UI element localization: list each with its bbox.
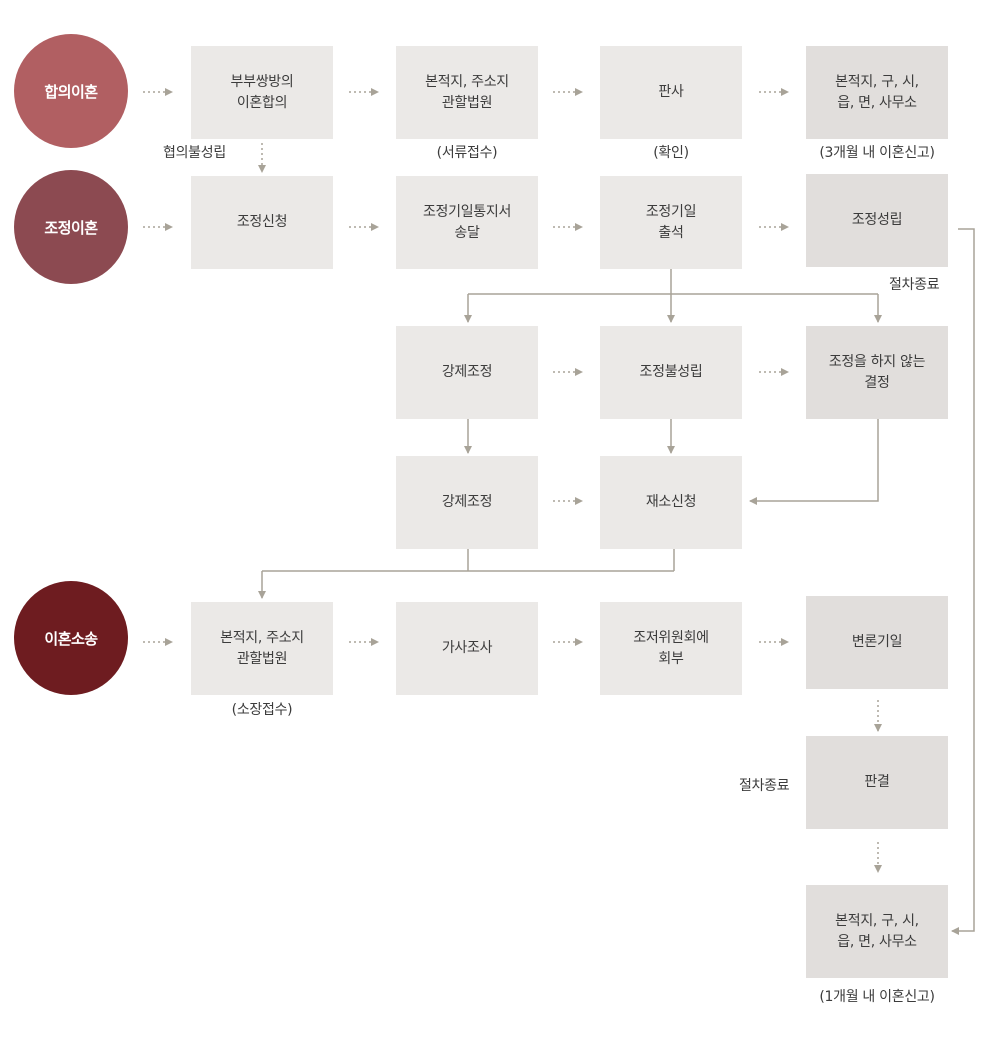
step-judgment: 판결 — [806, 736, 948, 829]
caption-confirmation: (확인) — [653, 145, 689, 161]
caption-report-3-months: (3개월 내 이혼신고) — [819, 145, 935, 161]
step-pleading-date: 변론기일 — [806, 596, 948, 689]
step-lawsuit-court: 본적지, 주소지 관할법원 — [191, 602, 333, 695]
step-court-filing: 본적지, 주소지 관할법원 — [396, 46, 538, 139]
caption-complaint-filing: (소장접수) — [231, 702, 293, 718]
step-mediation-apply: 조정신청 — [191, 176, 333, 269]
step-no-mediation-decision: 조정을 하지 않는 결정 — [806, 326, 948, 419]
caption-report-1-month: (1개월 내 이혼신고) — [819, 989, 935, 1005]
step-mutual-agreement: 부부쌍방의 이혼합의 — [191, 46, 333, 139]
step-refile: 재소신청 — [600, 456, 742, 549]
step-office-report-2: 본적지, 구, 시, 읍, 면, 사무소 — [806, 885, 948, 978]
category-agreement-divorce: 합의이혼 — [14, 34, 128, 148]
step-judge: 판사 — [600, 46, 742, 139]
step-forced-mediation-2: 강제조정 — [396, 456, 538, 549]
step-notice-delivery: 조정기일통지서 송달 — [396, 176, 538, 269]
step-office-report: 본적지, 구, 시, 읍, 면, 사무소 — [806, 46, 948, 139]
label-procedure-end: 절차종료 — [889, 277, 940, 293]
category-divorce-lawsuit: 이혼소송 — [14, 581, 128, 695]
arrow-bent — [951, 228, 975, 935]
label-agreement-fail: 협의불성립 — [163, 145, 226, 161]
step-mediation-fail: 조정불성립 — [600, 326, 742, 419]
caption-document-filing: (서류접수) — [436, 145, 498, 161]
step-forced-mediation: 강제조정 — [396, 326, 538, 419]
step-attend-mediation: 조정기일 출석 — [600, 176, 742, 269]
step-mediation-success: 조정성립 — [806, 174, 948, 267]
label-procedure-end-2: 절차종료 — [739, 778, 790, 794]
arrow-bent — [749, 419, 879, 505]
category-mediation-divorce: 조정이혼 — [14, 170, 128, 284]
step-adjustment-committee: 조저위원회에 회부 — [600, 602, 742, 695]
step-family-investigation: 가사조사 — [396, 602, 538, 695]
